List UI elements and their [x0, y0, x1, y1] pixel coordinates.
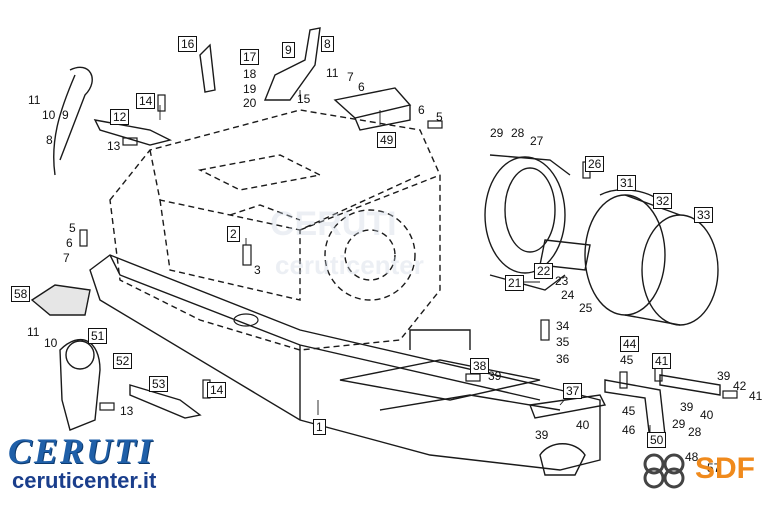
sdf-logo: SDF: [695, 452, 755, 485]
label-15: 15: [297, 92, 311, 106]
label-57: 57: [707, 461, 721, 475]
label-44: 44: [620, 336, 640, 352]
label-13b: 13: [120, 404, 134, 418]
label-18: 18: [243, 67, 257, 81]
bracket-9: [263, 27, 321, 101]
label-5a: 5: [69, 221, 76, 235]
bracket-16: [199, 43, 216, 93]
label-34: 34: [556, 319, 570, 333]
label-13a: 13: [107, 139, 121, 153]
label-38: 38: [470, 358, 490, 374]
arm-12: [93, 119, 173, 146]
label-3: 3: [254, 263, 261, 277]
label-10a: 10: [42, 108, 56, 122]
label-14b: 14: [207, 382, 227, 398]
fan-housing: [484, 154, 591, 291]
label-14a: 14: [136, 93, 156, 109]
ceruti-watermark: CERUTI: [270, 205, 397, 243]
ceruticenter-watermark: ceruticenter: [275, 250, 424, 280]
label-31: 31: [617, 175, 637, 191]
label-42: 42: [733, 379, 747, 393]
label-32: 32: [653, 193, 673, 209]
label-19: 19: [243, 82, 257, 96]
label-11a: 11: [28, 93, 41, 107]
label-40a: 40: [576, 418, 590, 432]
label-46: 46: [622, 423, 636, 437]
label-1: 1: [313, 419, 326, 435]
label-24: 24: [561, 288, 575, 302]
top-cover: [333, 87, 412, 131]
label-28b: 28: [688, 425, 702, 439]
label-39a: 39: [488, 369, 502, 383]
label-51: 51: [88, 328, 108, 344]
label-29a: 29: [490, 126, 504, 140]
label-11c: 11: [27, 325, 40, 339]
label-40b: 40: [700, 408, 714, 422]
label-5b: 5: [436, 110, 443, 124]
label-53: 53: [149, 376, 169, 392]
label-12: 12: [110, 109, 130, 125]
label-8a: 8: [321, 36, 334, 52]
label-50: 50: [647, 432, 667, 448]
label-41b: 41: [749, 389, 763, 403]
ceruticenter-website: ceruticenter.it: [12, 468, 157, 493]
label-37: 37: [563, 383, 583, 399]
label-33: 33: [694, 207, 714, 223]
label-23: 23: [555, 274, 569, 288]
label-29b: 29: [672, 417, 686, 431]
label-39c: 39: [680, 400, 694, 414]
label-39b: 39: [535, 428, 549, 442]
engine-block: [109, 109, 441, 351]
label-20: 20: [243, 96, 257, 110]
label-41a: 41: [652, 353, 672, 369]
label-6c: 6: [418, 103, 425, 117]
label-9b: 9: [62, 108, 69, 122]
ceruti-logo: CERUTI: [8, 431, 155, 471]
label-48: 48: [685, 450, 699, 464]
label-26: 26: [585, 156, 605, 172]
exhaust-pipe: [59, 338, 101, 431]
hose: [53, 66, 93, 176]
label-7a: 7: [63, 251, 70, 265]
label-22: 22: [534, 263, 554, 279]
label-35: 35: [556, 335, 570, 349]
label-16: 16: [178, 36, 198, 52]
rubber-mat: [30, 284, 91, 316]
label-49: 49: [377, 132, 397, 148]
sdf-logo-icon: [643, 453, 685, 489]
label-6a: 6: [66, 236, 73, 250]
strap-53: [129, 384, 202, 419]
label-45b: 45: [622, 404, 636, 418]
label-7b: 7: [347, 70, 354, 84]
label-58: 58: [11, 286, 31, 302]
plate-41: [659, 374, 721, 396]
label-39d: 39: [717, 369, 731, 383]
label-28a: 28: [511, 126, 525, 140]
label-45a: 45: [620, 353, 634, 367]
label-11b: 11: [326, 66, 339, 80]
label-21: 21: [505, 275, 525, 291]
label-2: 2: [227, 226, 240, 242]
label-8b: 8: [46, 133, 53, 147]
label-9a: 9: [282, 42, 295, 58]
label-10b: 10: [44, 336, 58, 350]
label-25: 25: [579, 301, 593, 315]
label-17: 17: [240, 49, 260, 65]
label-6b: 6: [358, 80, 365, 94]
label-27: 27: [530, 134, 544, 148]
label-52: 52: [113, 353, 133, 369]
label-36: 36: [556, 352, 570, 366]
